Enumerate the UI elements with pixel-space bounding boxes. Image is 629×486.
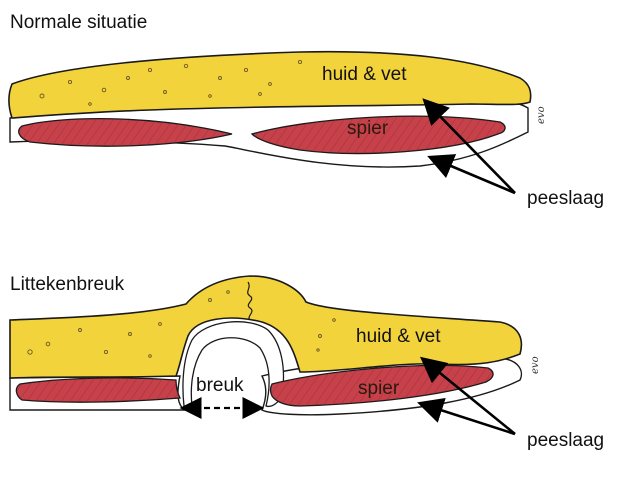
hernia-gap-label: breuk — [196, 375, 244, 397]
normal-muscle-label: spier — [347, 118, 388, 140]
artist-signature-bottom: evo — [530, 356, 541, 374]
hernia-section-title: Littekenbreuk — [10, 274, 124, 296]
hernia-illustration — [10, 276, 521, 434]
normal-illustration — [9, 52, 531, 193]
normal-fascia-label: peeslaag — [527, 188, 604, 210]
normal-skin-fat-label: huid & vet — [322, 64, 407, 86]
normal-section-title: Normale situatie — [10, 12, 147, 34]
hernia-muscle-label: spier — [358, 378, 399, 400]
hernia-fascia-arrow-lower — [422, 404, 515, 434]
hernia-fascia-label: peeslaag — [527, 430, 604, 452]
normal-fascia-arrow-lower — [432, 158, 515, 193]
hernia-skin-fat-label: huid & vet — [356, 326, 441, 348]
artist-signature-top: evo — [536, 106, 547, 124]
